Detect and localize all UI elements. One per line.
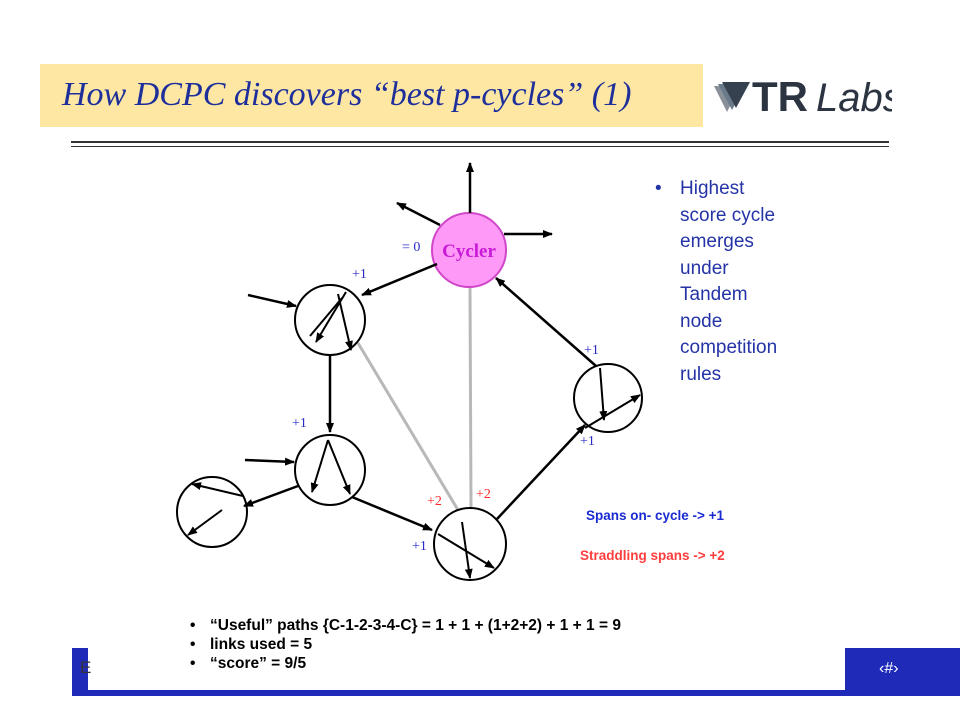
span-node3-to-node4 xyxy=(496,424,586,520)
summary-item: “score” = 9/5 xyxy=(190,654,621,673)
label-node2-plus1: +1 xyxy=(292,416,307,431)
logo-triangle-front xyxy=(722,82,750,108)
title-banner xyxy=(40,64,703,127)
label-node3-plus1: +1 xyxy=(412,539,427,554)
side-internal-arrow-b xyxy=(187,509,223,536)
label-node4-plus1-upper: +1 xyxy=(584,343,599,358)
logo-labs-text: Labs xyxy=(816,76,892,120)
bullet-line: under xyxy=(680,257,729,279)
label-node3-plus2-right: +2 xyxy=(476,487,491,502)
title-rule-bottom xyxy=(71,146,889,147)
node2-internal-arrow-b xyxy=(327,439,351,495)
straddling-span-cycler-node3 xyxy=(468,287,473,509)
title-rule-top xyxy=(71,141,889,143)
external-arrow-node1 xyxy=(247,293,297,308)
node1-internal-arrow-b xyxy=(337,293,353,351)
span-node2-to-node3 xyxy=(351,495,433,532)
bullet-line: rules xyxy=(680,363,722,385)
highlight-bullets: Highest score cycle emerges under Tandem… xyxy=(655,176,777,388)
label-node3-plus2-left: +2 xyxy=(427,494,442,509)
label-cycler-zero: = 0 xyxy=(402,240,420,255)
label-node1-plus1: +1 xyxy=(352,267,367,282)
summary-item: links used = 5 xyxy=(190,635,621,654)
node-side xyxy=(176,476,248,548)
node2-internal-arrow-a xyxy=(310,439,329,493)
label-node4-plus1-lower: +1 xyxy=(580,434,595,449)
node-4 xyxy=(573,363,643,433)
straddling-span-node1-node3 xyxy=(356,342,460,511)
span-cycler-to-node1 xyxy=(361,262,438,297)
node-3 xyxy=(433,507,507,581)
legend-straddling: Straddling spans -> +2 xyxy=(580,548,725,563)
span-node2-to-side xyxy=(243,484,299,508)
score-summary-list: “Useful” paths {C-1-2-3-4-C} = 1 + 1 + (… xyxy=(190,616,621,673)
slide-title: How DCPC discovers “best p-cycles” (1) xyxy=(62,76,632,113)
node-2 xyxy=(294,434,366,506)
node4-internal-arrow-b xyxy=(599,367,608,421)
node3-internal-arrow-b xyxy=(461,521,473,579)
bullet-line: competition xyxy=(680,337,778,358)
node-1 xyxy=(294,284,366,356)
bullet-line: node xyxy=(680,310,723,332)
legend-on-cycle: Spans on- cycle -> +1 xyxy=(586,508,725,523)
trlabs-logo: TR Labs xyxy=(714,73,892,120)
node1-internal-line xyxy=(309,297,343,337)
span-node4-to-cycler xyxy=(495,277,597,367)
bullet-line: emerges xyxy=(680,231,754,252)
bullet-line: score cycle xyxy=(680,204,776,226)
node4-internal-arrow-a xyxy=(584,394,641,429)
bullet-line: Highest xyxy=(680,178,745,199)
bullet-item: Highest score cycle emerges under Tandem… xyxy=(655,176,777,388)
cycler-label: Cycler xyxy=(442,241,496,262)
logo-tr-text: TR xyxy=(752,73,808,120)
page-number: ‹#› xyxy=(879,660,899,677)
side-internal-arrow-a xyxy=(191,482,244,497)
external-arrow-node2 xyxy=(244,457,295,466)
footer-left-text: E xyxy=(80,658,92,677)
summary-item: “Useful” paths {C-1-2-3-4-C} = 1 + 1 + (… xyxy=(190,616,621,635)
cycler-arrow-upleft xyxy=(396,201,441,227)
bullet-line: Tandem xyxy=(680,284,748,305)
